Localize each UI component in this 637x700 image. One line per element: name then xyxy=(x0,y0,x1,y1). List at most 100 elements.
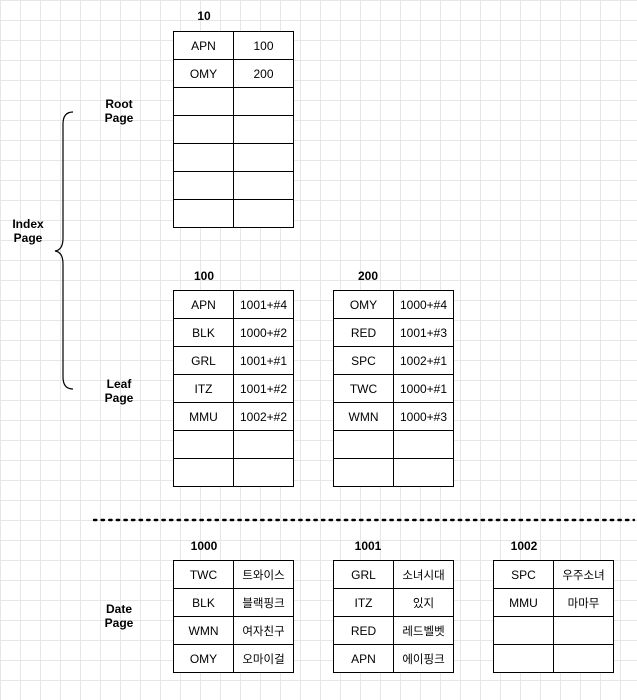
table-row xyxy=(173,430,294,459)
value-cell xyxy=(393,458,454,487)
table-row xyxy=(173,87,294,116)
value-cell: 블랙핑크 xyxy=(233,588,294,617)
key-cell: APN xyxy=(173,31,234,60)
data-page-id-1001: 1001 xyxy=(354,539,382,553)
value-cell: 1001+#1 xyxy=(233,346,294,375)
table-row xyxy=(333,430,454,459)
value-cell: 여자친구 xyxy=(233,616,294,645)
value-cell: 1001+#4 xyxy=(233,290,294,319)
value-cell: 1000+#1 xyxy=(393,374,454,403)
table-row xyxy=(173,458,294,487)
key-cell: ITZ xyxy=(173,374,234,403)
data-page-label: Date Page xyxy=(104,602,134,630)
table-row xyxy=(493,644,614,673)
key-cell: WMN xyxy=(173,616,234,645)
value-cell: 소녀시대 xyxy=(393,560,454,589)
key-cell xyxy=(173,171,234,200)
value-cell: 오마이걸 xyxy=(233,644,294,673)
key-cell: OMY xyxy=(173,644,234,673)
key-cell: OMY xyxy=(333,290,394,319)
value-cell xyxy=(233,143,294,172)
value-cell xyxy=(233,171,294,200)
key-cell xyxy=(493,616,554,645)
data-page-id-1000: 1000 xyxy=(190,539,218,553)
value-cell xyxy=(233,199,294,228)
key-cell: OMY xyxy=(173,59,234,88)
key-cell: BLK xyxy=(173,588,234,617)
table-row xyxy=(173,115,294,144)
leaf-page-label: Leaf Page xyxy=(104,377,134,405)
value-cell xyxy=(233,87,294,116)
key-cell: SPC xyxy=(333,346,394,375)
root-page-id: 10 xyxy=(197,9,211,23)
root-page-label: Root Page xyxy=(104,97,134,125)
table-row xyxy=(493,616,614,645)
leaf-page-id-100: 100 xyxy=(193,269,215,283)
key-cell xyxy=(333,430,394,459)
value-cell xyxy=(233,458,294,487)
key-cell: BLK xyxy=(173,318,234,347)
key-cell xyxy=(173,199,234,228)
key-cell: GRL xyxy=(173,346,234,375)
value-cell xyxy=(553,616,614,645)
key-cell: SPC xyxy=(493,560,554,589)
value-cell xyxy=(233,430,294,459)
key-cell: RED xyxy=(333,318,394,347)
value-cell xyxy=(233,115,294,144)
value-cell: 1002+#2 xyxy=(233,402,294,431)
key-cell: RED xyxy=(333,616,394,645)
value-cell xyxy=(393,430,454,459)
index-page-label: Index Page xyxy=(12,217,44,245)
value-cell xyxy=(553,644,614,673)
value-cell: 에이핑크 xyxy=(393,644,454,673)
table-row xyxy=(173,199,294,228)
data-page-id-1002: 1002 xyxy=(510,539,538,553)
value-cell: 1001+#2 xyxy=(233,374,294,403)
value-cell: 있지 xyxy=(393,588,454,617)
key-cell xyxy=(173,458,234,487)
value-cell: 1000+#2 xyxy=(233,318,294,347)
key-cell xyxy=(173,143,234,172)
value-cell: 우주소녀 xyxy=(553,560,614,589)
value-cell: 100 xyxy=(233,31,294,60)
value-cell: 트와이스 xyxy=(233,560,294,589)
key-cell: ITZ xyxy=(333,588,394,617)
value-cell: 200 xyxy=(233,59,294,88)
table-row xyxy=(173,171,294,200)
key-cell: APN xyxy=(333,644,394,673)
key-cell: APN xyxy=(173,290,234,319)
key-cell xyxy=(173,430,234,459)
key-cell: MMU xyxy=(493,588,554,617)
table-row xyxy=(173,143,294,172)
key-cell: MMU xyxy=(173,402,234,431)
key-cell: GRL xyxy=(333,560,394,589)
key-cell xyxy=(333,458,394,487)
key-cell xyxy=(173,115,234,144)
value-cell: 레드벨벳 xyxy=(393,616,454,645)
leaf-page-id-200: 200 xyxy=(357,269,379,283)
value-cell: 1000+#4 xyxy=(393,290,454,319)
